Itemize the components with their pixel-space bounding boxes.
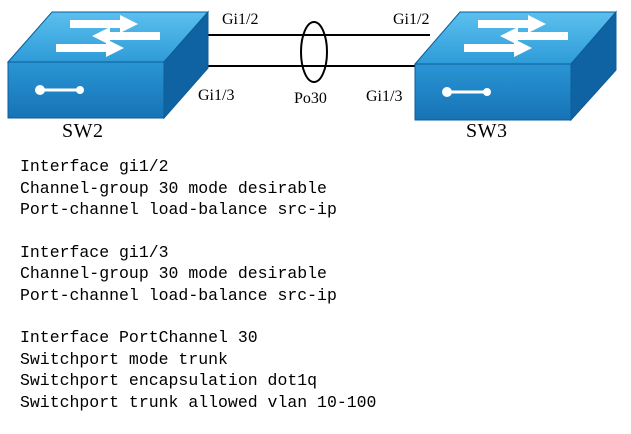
switch-sw3-icon[interactable] xyxy=(413,10,618,122)
config-listing: Interface gi1/2 Channel-group 30 mode de… xyxy=(20,156,376,434)
port-label-sw2-gi1-2: Gi1/2 xyxy=(222,11,258,28)
config-line: Switchport encapsulation dot1q xyxy=(20,371,318,390)
switch-sw2-icon[interactable] xyxy=(6,10,210,120)
config-line: Channel-group 30 mode desirable xyxy=(20,264,327,283)
config-block-gi1-2: Interface gi1/2 Channel-group 30 mode de… xyxy=(20,156,376,221)
config-block-gi1-3: Interface gi1/3 Channel-group 30 mode de… xyxy=(20,242,376,307)
config-line: Port-channel load-balance src-ip xyxy=(20,200,337,219)
port-label-sw2-gi1-3: Gi1/3 xyxy=(198,87,234,104)
config-block-portchannel: Interface PortChannel 30 Switchport mode… xyxy=(20,327,376,413)
port-label-sw3-gi1-2: Gi1/2 xyxy=(393,11,429,28)
port-channel-label: Po30 xyxy=(294,90,327,107)
config-line: Interface PortChannel 30 xyxy=(20,328,258,347)
config-line: Port-channel load-balance src-ip xyxy=(20,285,337,305)
switch-label-sw3: SW3 xyxy=(466,120,508,142)
config-line: Interface gi1/2 xyxy=(20,157,169,176)
config-line: Switchport trunk allowed vlan 10-100 xyxy=(20,392,377,412)
config-line: Channel-group 30 mode desirable xyxy=(20,178,327,198)
port-label-sw3-gi1-3: Gi1/3 xyxy=(366,88,402,105)
config-line: Switchport mode trunk xyxy=(20,349,228,369)
port-channel-ellipse xyxy=(300,21,328,83)
topology-diagram: Gi1/2 Gi1/2 Gi1/3 Gi1/3 Po30 xyxy=(6,10,618,122)
config-line: Interface gi1/3 xyxy=(20,242,169,262)
switch-label-sw2: SW2 xyxy=(62,120,104,142)
